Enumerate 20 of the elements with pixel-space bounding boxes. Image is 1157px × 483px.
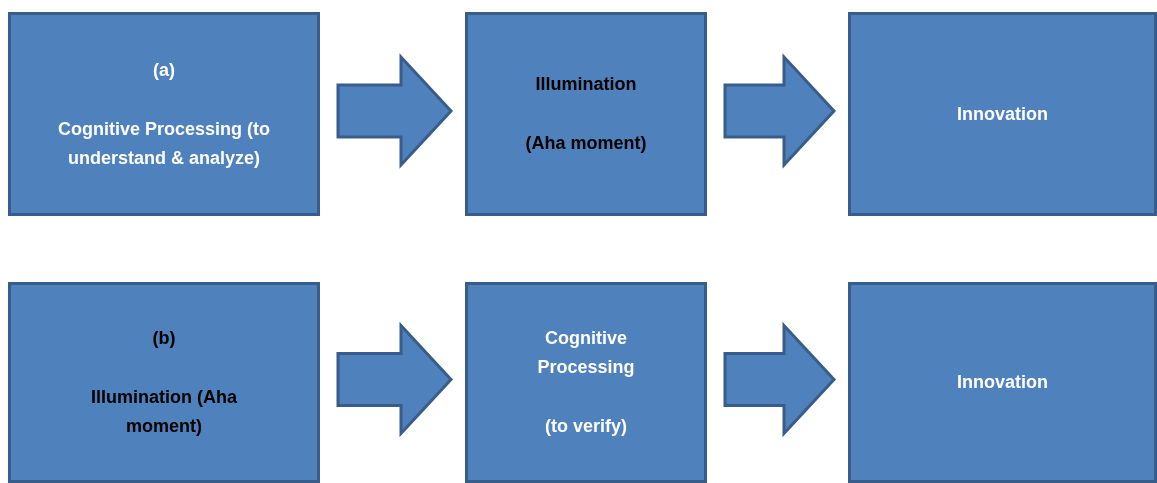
block-arrow	[336, 53, 454, 169]
process-box	[465, 282, 707, 483]
box-text: (to verify)	[545, 415, 627, 438]
process-box	[848, 12, 1157, 216]
process-box	[465, 12, 707, 216]
box-text: (b)	[152, 327, 176, 350]
process-box	[8, 12, 320, 216]
box-text: Innovation	[957, 102, 1048, 126]
block-arrow	[723, 53, 837, 169]
box-text: Illumination	[535, 73, 637, 96]
box-text: Illumination (Aha moment)	[90, 386, 238, 438]
box-text: Cognitive Processing	[536, 327, 636, 379]
block-arrow	[336, 321, 454, 438]
box-text: Cognitive Processing (to understand & analyze)	[57, 117, 271, 170]
process-box	[848, 282, 1157, 483]
process-box	[8, 282, 320, 483]
box-text: Innovation	[957, 371, 1048, 394]
box-text: (a)	[153, 58, 175, 82]
block-arrow	[723, 321, 837, 438]
box-text: (Aha moment)	[525, 132, 647, 155]
